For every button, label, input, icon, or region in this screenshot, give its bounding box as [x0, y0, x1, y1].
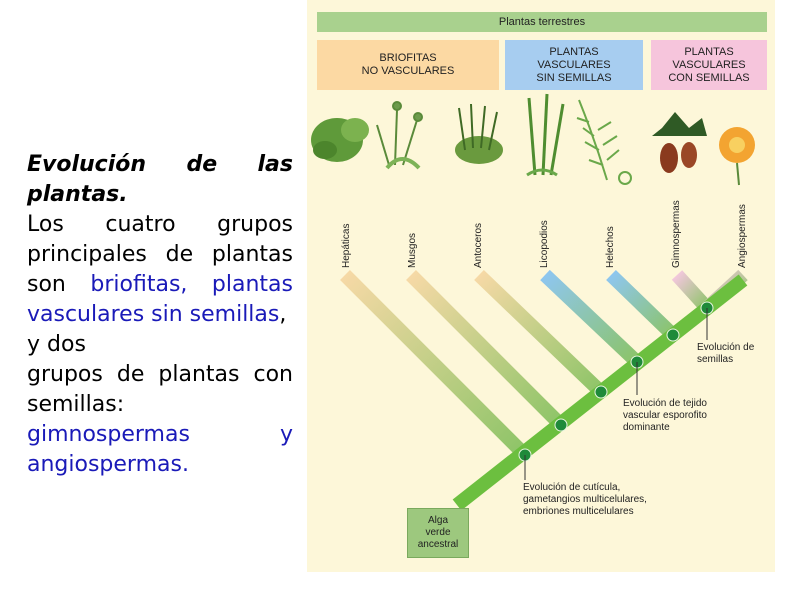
caption-comma-2: ,: [279, 302, 287, 327]
taxon-helechos: Helechos: [605, 226, 616, 268]
phylogeny-tree: [311, 93, 755, 511]
caption-conjunction: y: [279, 422, 293, 447]
caption-line-2: y dos: [27, 332, 86, 357]
antocero-illustration: [455, 103, 503, 164]
musgo-illustration: [376, 101, 423, 170]
term-angiospermas: angiospermas: [27, 452, 182, 477]
taxon-musgos: Musgos: [407, 232, 418, 268]
caption-period: .: [181, 452, 189, 477]
angiosperma-illustration: [719, 127, 755, 186]
caption-line-4: gimnospermas y: [27, 420, 293, 450]
note-cuticula: Evolución de cutícula, gametangios multi…: [523, 482, 647, 517]
helecho-illustration: [576, 99, 632, 185]
caption-line-5: angiospermas.: [27, 450, 293, 480]
root-ancestral-alga: Alga verde ancestral: [407, 508, 469, 558]
term-briofitas: briofitas: [90, 272, 181, 297]
hepatica-illustration: [311, 118, 369, 162]
group-vasculares-con-semillas: PLANTAS VASCULARES CON SEMILLAS: [651, 40, 767, 90]
gimnosperma-illustration: [652, 112, 707, 173]
group-vasculares-sin-semillas: PLANTAS VASCULARES SIN SEMILLAS: [505, 40, 643, 90]
taxon-licopodios: Licopodios: [539, 220, 550, 268]
note-semillas: Evolución de semillas: [697, 342, 755, 365]
licopodio-illustration: [526, 93, 565, 177]
caption-title: Evolución de las plantas.: [27, 152, 293, 207]
caption-line-3: grupos de plantas con semillas:: [27, 362, 293, 417]
tree-branches: [340, 269, 748, 511]
taxon-hepaticas: Hepáticas: [341, 223, 352, 268]
group-briofitas: BRIOFITAS NO VASCULARES: [317, 40, 499, 90]
taxon-antoceros: Antoceros: [473, 222, 484, 268]
note-tejido-vascular: Evolución de tejido vascular esporofito …: [623, 398, 707, 433]
term-vasculares: plantas vasculares sin semillas: [27, 272, 293, 327]
taxon-angiospermas: Angiospermas: [737, 204, 748, 268]
caption-intro: Los cuatro grupos principales de plantas…: [27, 212, 293, 297]
phylogeny-figure: Plantas terrestres BRIOFITAS NO VASCULAR…: [307, 0, 775, 572]
caption-text: Evolución de las plantas. Los cuatro gru…: [27, 150, 293, 480]
taxon-gimnospermas: Gimnospermas: [671, 200, 682, 268]
caption-paragraph: Los cuatro grupos principales de plantas…: [27, 210, 293, 330]
annotation-pointers: [524, 308, 708, 480]
caption-comma: ,: [180, 272, 212, 297]
term-gimnospermas: gimnospermas: [27, 422, 190, 447]
land-plants-banner: Plantas terrestres: [317, 12, 767, 32]
